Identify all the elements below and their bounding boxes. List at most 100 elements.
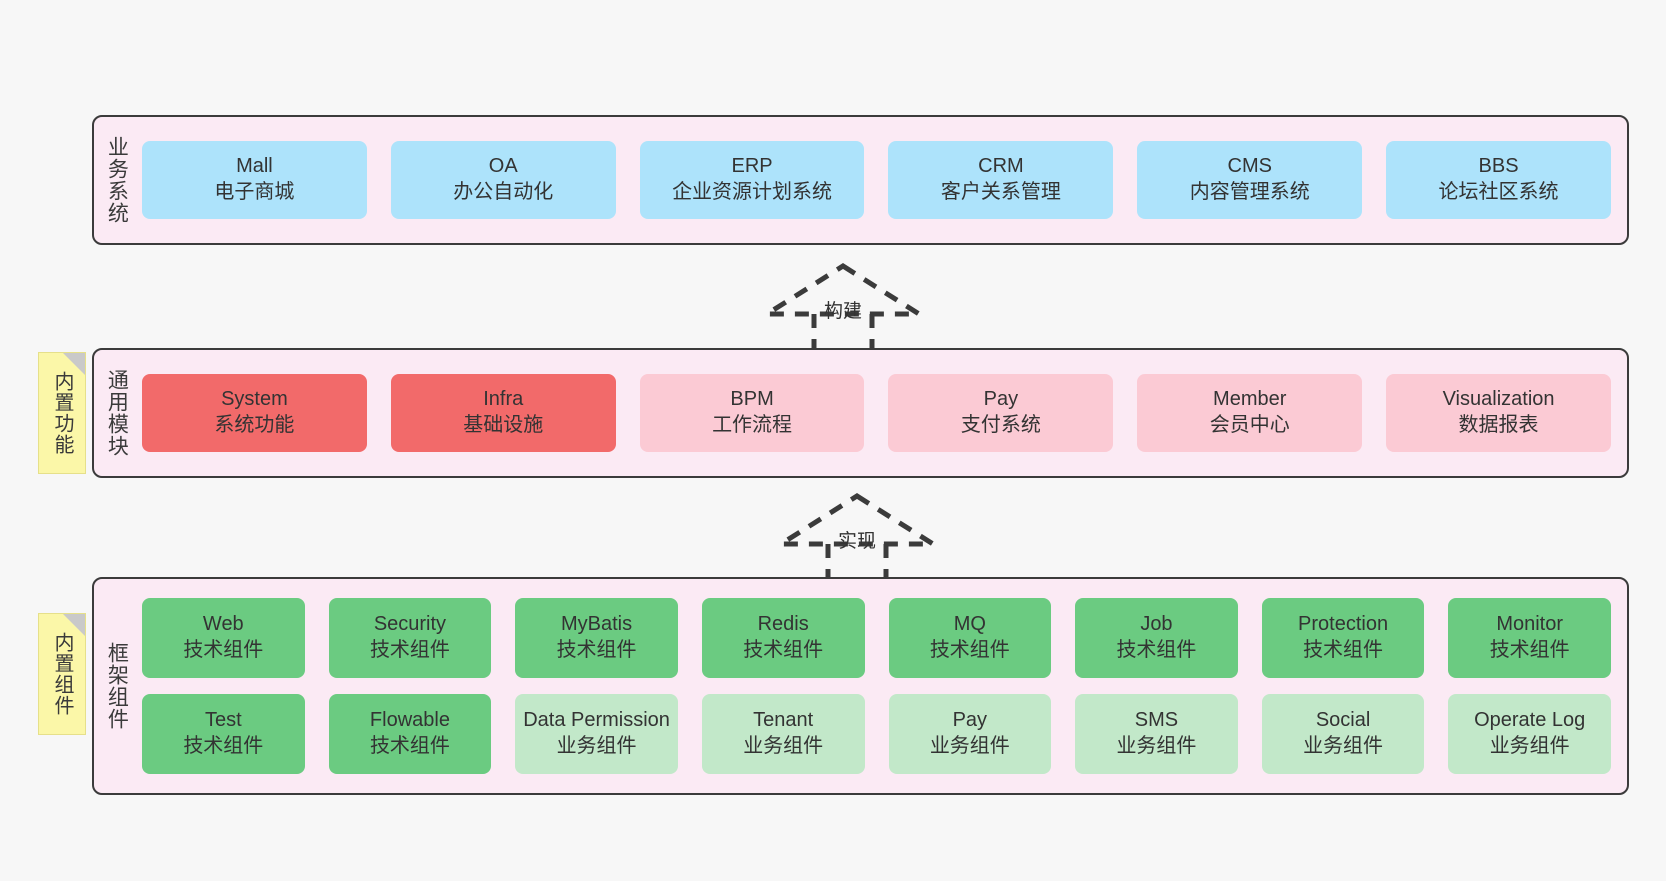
card-title-en: SMS	[1134, 709, 1179, 732]
card-title-en: Flowable	[369, 709, 450, 732]
card-title-cn: 技术组件	[1116, 639, 1197, 661]
card-title-cn: 客户关系管理	[940, 181, 1061, 203]
card-title-en: CRM	[978, 155, 1024, 178]
card-title-cn: 工作流程	[712, 414, 793, 436]
card-protection[interactable]: Protection 技术组件	[1261, 598, 1425, 678]
card-title-en: ERP	[731, 155, 773, 178]
card-job[interactable]: Job 技术组件	[1075, 598, 1238, 678]
card-pay-component[interactable]: Pay 业务组件	[888, 694, 1052, 774]
card-title-en: Protection	[1298, 613, 1389, 636]
card-title-cn: 电子商城	[214, 181, 295, 203]
card-title-en: Data Permission	[523, 709, 670, 732]
card-bpm[interactable]: BPM 工作流程	[639, 374, 865, 452]
card-title-cn: 技术组件	[183, 639, 264, 661]
card-title-cn: 技术组件	[743, 639, 824, 661]
card-title-cn: 基础设施	[463, 414, 544, 436]
card-oa[interactable]: OA 办公自动化	[390, 141, 616, 219]
card-title-en: Social	[1315, 709, 1371, 732]
card-title-cn: 支付系统	[960, 414, 1041, 436]
card-mall[interactable]: Mall 电子商城	[142, 141, 367, 219]
card-title-cn: 系统功能	[214, 414, 295, 436]
layer-title-framework: 框架组件	[105, 642, 129, 730]
card-title-cn: 办公自动化	[453, 181, 554, 203]
card-title-cn: 技术组件	[369, 639, 450, 661]
card-sms[interactable]: SMS 业务组件	[1075, 694, 1238, 774]
card-test[interactable]: Test 技术组件	[142, 694, 305, 774]
sticky-note-builtin-functions: 内置功能	[38, 352, 86, 474]
layer-body-modules: System 系统功能 Infra 基础设施 BPM 工作流程 Pay 支付系统…	[138, 350, 1627, 476]
layer-title-modules: 通用模块	[105, 369, 129, 457]
card-title-en: Operate Log	[1474, 709, 1586, 732]
card-operate-log[interactable]: Operate Log 业务组件	[1448, 694, 1611, 774]
card-title-en: Pay	[983, 388, 1019, 411]
card-title-cn: 企业资源计划系统	[672, 181, 833, 203]
card-title-en: Monitor	[1496, 613, 1564, 636]
card-title-en: MyBatis	[561, 613, 633, 636]
card-data-permission[interactable]: Data Permission 业务组件	[515, 694, 678, 774]
card-pay-module[interactable]: Pay 支付系统	[888, 374, 1114, 452]
layer-body-business: Mall 电子商城 OA 办公自动化 ERP 企业资源计划系统 CRM 客户关系…	[138, 117, 1627, 243]
card-title-cn: 内容管理系统	[1189, 181, 1310, 203]
card-web[interactable]: Web 技术组件	[142, 598, 305, 678]
card-title-cn: 业务组件	[556, 735, 637, 757]
card-mq[interactable]: MQ 技术组件	[888, 598, 1052, 678]
card-title-en: Tenant	[753, 709, 814, 732]
card-title-en: BPM	[730, 388, 774, 411]
card-infra[interactable]: Infra 基础设施	[390, 374, 616, 452]
card-title-cn: 技术组件	[369, 735, 450, 757]
sticky-note-label: 内置功能	[51, 371, 73, 455]
card-title-en: Web	[202, 613, 244, 636]
card-title-en: Security	[373, 613, 447, 636]
card-title-cn: 数据报表	[1458, 414, 1539, 436]
card-title-cn: 技术组件	[183, 735, 264, 757]
card-security[interactable]: Security 技术组件	[328, 598, 492, 678]
card-mybatis[interactable]: MyBatis 技术组件	[515, 598, 678, 678]
connector-build: 构建	[753, 258, 933, 358]
layer-framework-components: 框架组件 Web 技术组件 Security 技术组件 MyBatis 技术组件…	[92, 577, 1629, 795]
card-title-en: Job	[1140, 613, 1173, 636]
card-title-en: CMS	[1227, 155, 1272, 178]
card-bbs[interactable]: BBS 论坛社区系统	[1386, 141, 1611, 219]
sticky-fold-corner-icon	[63, 614, 85, 636]
card-flowable[interactable]: Flowable 技术组件	[328, 694, 492, 774]
sticky-note-label: 内置组件	[51, 632, 73, 716]
sticky-note-builtin-components: 内置组件	[38, 613, 86, 735]
card-visualization[interactable]: Visualization 数据报表	[1386, 374, 1611, 452]
card-row: Test 技术组件 Flowable 技术组件 Data Permission …	[142, 694, 1611, 774]
card-crm[interactable]: CRM 客户关系管理	[888, 141, 1114, 219]
card-member[interactable]: Member 会员中心	[1137, 374, 1363, 452]
card-title-en: System	[221, 388, 288, 411]
card-title-en: MQ	[953, 613, 986, 636]
layer-title-business: 业务系统	[105, 136, 129, 224]
card-title-cn: 业务组件	[743, 735, 824, 757]
card-system[interactable]: System 系统功能	[142, 374, 367, 452]
card-title-cn: 会员中心	[1209, 414, 1290, 436]
card-title-en: OA	[488, 155, 518, 178]
card-cms[interactable]: CMS 内容管理系统	[1137, 141, 1363, 219]
card-title-cn: 业务组件	[1489, 735, 1570, 757]
connector-implement: 实现	[767, 488, 947, 588]
card-title-en: Redis	[757, 613, 809, 636]
card-title-en: Member	[1213, 388, 1287, 411]
card-title-cn: 技术组件	[929, 639, 1010, 661]
card-title-en: BBS	[1478, 155, 1519, 178]
card-title-cn: 业务组件	[929, 735, 1010, 757]
card-title-cn: 论坛社区系统	[1438, 181, 1559, 203]
card-title-cn: 技术组件	[1489, 639, 1570, 661]
card-title-cn: 技术组件	[1303, 639, 1384, 661]
card-redis[interactable]: Redis 技术组件	[701, 598, 865, 678]
layer-common-modules: 通用模块 System 系统功能 Infra 基础设施 BPM 工作流程 Pay…	[92, 348, 1629, 478]
card-row: Web 技术组件 Security 技术组件 MyBatis 技术组件 Redi…	[142, 598, 1611, 678]
layer-business-systems: 业务系统 Mall 电子商城 OA 办公自动化 ERP 企业资源计划系统 CRM…	[92, 115, 1629, 245]
card-row: System 系统功能 Infra 基础设施 BPM 工作流程 Pay 支付系统…	[142, 374, 1611, 452]
card-title-cn: 业务组件	[1303, 735, 1384, 757]
card-monitor[interactable]: Monitor 技术组件	[1448, 598, 1611, 678]
card-title-en: Test	[204, 709, 242, 732]
connector-label-implement: 实现	[837, 531, 877, 552]
sticky-fold-corner-icon	[63, 353, 85, 375]
card-tenant[interactable]: Tenant 业务组件	[701, 694, 865, 774]
connector-label-build: 构建	[823, 301, 863, 322]
card-social[interactable]: Social 业务组件	[1261, 694, 1425, 774]
card-erp[interactable]: ERP 企业资源计划系统	[639, 141, 865, 219]
